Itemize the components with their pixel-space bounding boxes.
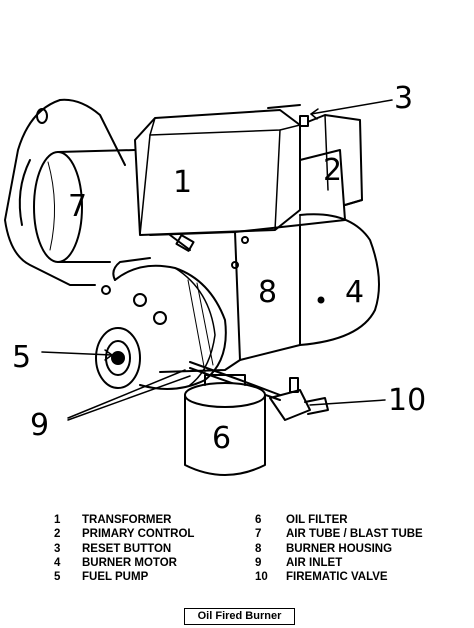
- callout-3: 3: [394, 81, 413, 116]
- legend-item: 4 BURNER MOTOR: [54, 556, 194, 570]
- legend-label: PRIMARY CONTROL: [82, 528, 195, 541]
- legend-right: 6 OIL FILTER 7 AIR TUBE / BLAST TUBE 8 BURN…: [255, 513, 423, 584]
- legend-left: 1 TRANSFORMER 2 PRIMARY CONTROL 3 RESET BUT…: [54, 513, 194, 584]
- legend-item: 2 PRIMARY CONTROL: [54, 527, 194, 541]
- legend-number: 8: [255, 542, 262, 555]
- oil-filter: [184, 374, 266, 476]
- legend-item: 7 AIR TUBE / BLAST TUBE: [255, 527, 423, 541]
- diagram-caption: Oil Fired Burner: [184, 608, 295, 625]
- legend-item: 9 AIR INLET: [255, 556, 423, 570]
- legend-number: 2: [54, 528, 61, 541]
- legend-label: OIL FILTER: [286, 514, 348, 526]
- leader-lines: [41, 99, 393, 421]
- legend-item: 5 FUEL PUMP: [54, 570, 194, 584]
- mounting-flange: [4, 98, 126, 286]
- callout-5: 5: [12, 340, 31, 375]
- air-tube: [33, 149, 136, 263]
- burner-housing: [149, 224, 301, 373]
- legend-label: TRANSFORMER: [82, 514, 172, 526]
- reset-button: [299, 115, 309, 127]
- callout-6: 6: [212, 421, 231, 456]
- legend-number: 1: [54, 514, 61, 526]
- callout-7: 7: [68, 189, 87, 224]
- legend-number: 10: [255, 571, 268, 584]
- callout-10: 10: [388, 383, 426, 418]
- oil-line: [112, 234, 281, 401]
- legend-label: RESET BUTTON: [82, 542, 172, 555]
- legend-number: 7: [255, 528, 262, 541]
- legend-label: AIR INLET: [286, 556, 343, 569]
- callout-1: 1: [173, 165, 192, 200]
- legend-item: 1 TRANSFORMER: [54, 513, 194, 527]
- legend-item: 6 OIL FILTER: [255, 513, 423, 527]
- legend-number: 5: [54, 571, 61, 584]
- callout-8: 8: [258, 275, 277, 310]
- legend-number: 6: [255, 514, 262, 526]
- legend-label: BURNER HOUSING: [286, 542, 393, 555]
- legend-label: AIR TUBE / BLAST TUBE: [286, 528, 423, 541]
- legend-item: 8 BURNER HOUSING: [255, 542, 423, 556]
- legend-item: 3 RESET BUTTON: [54, 542, 194, 556]
- callout-9: 9: [30, 408, 49, 443]
- legend-number: 3: [54, 542, 61, 555]
- legend-label: BURNER MOTOR: [82, 556, 177, 569]
- callout-4: 4: [345, 275, 364, 310]
- callout-2: 2: [323, 153, 342, 188]
- legend-item: 10 FIREMATIC VALVE: [255, 570, 423, 584]
- transformer-box: [134, 109, 346, 236]
- burner-diagram: 1 2 3 4 5 6 7 8 9 10: [4, 81, 426, 476]
- legend-label: FIREMATIC VALVE: [286, 571, 388, 584]
- legend-label: FUEL PUMP: [82, 571, 149, 584]
- legend-number: 9: [255, 556, 262, 569]
- legend-number: 4: [54, 556, 61, 569]
